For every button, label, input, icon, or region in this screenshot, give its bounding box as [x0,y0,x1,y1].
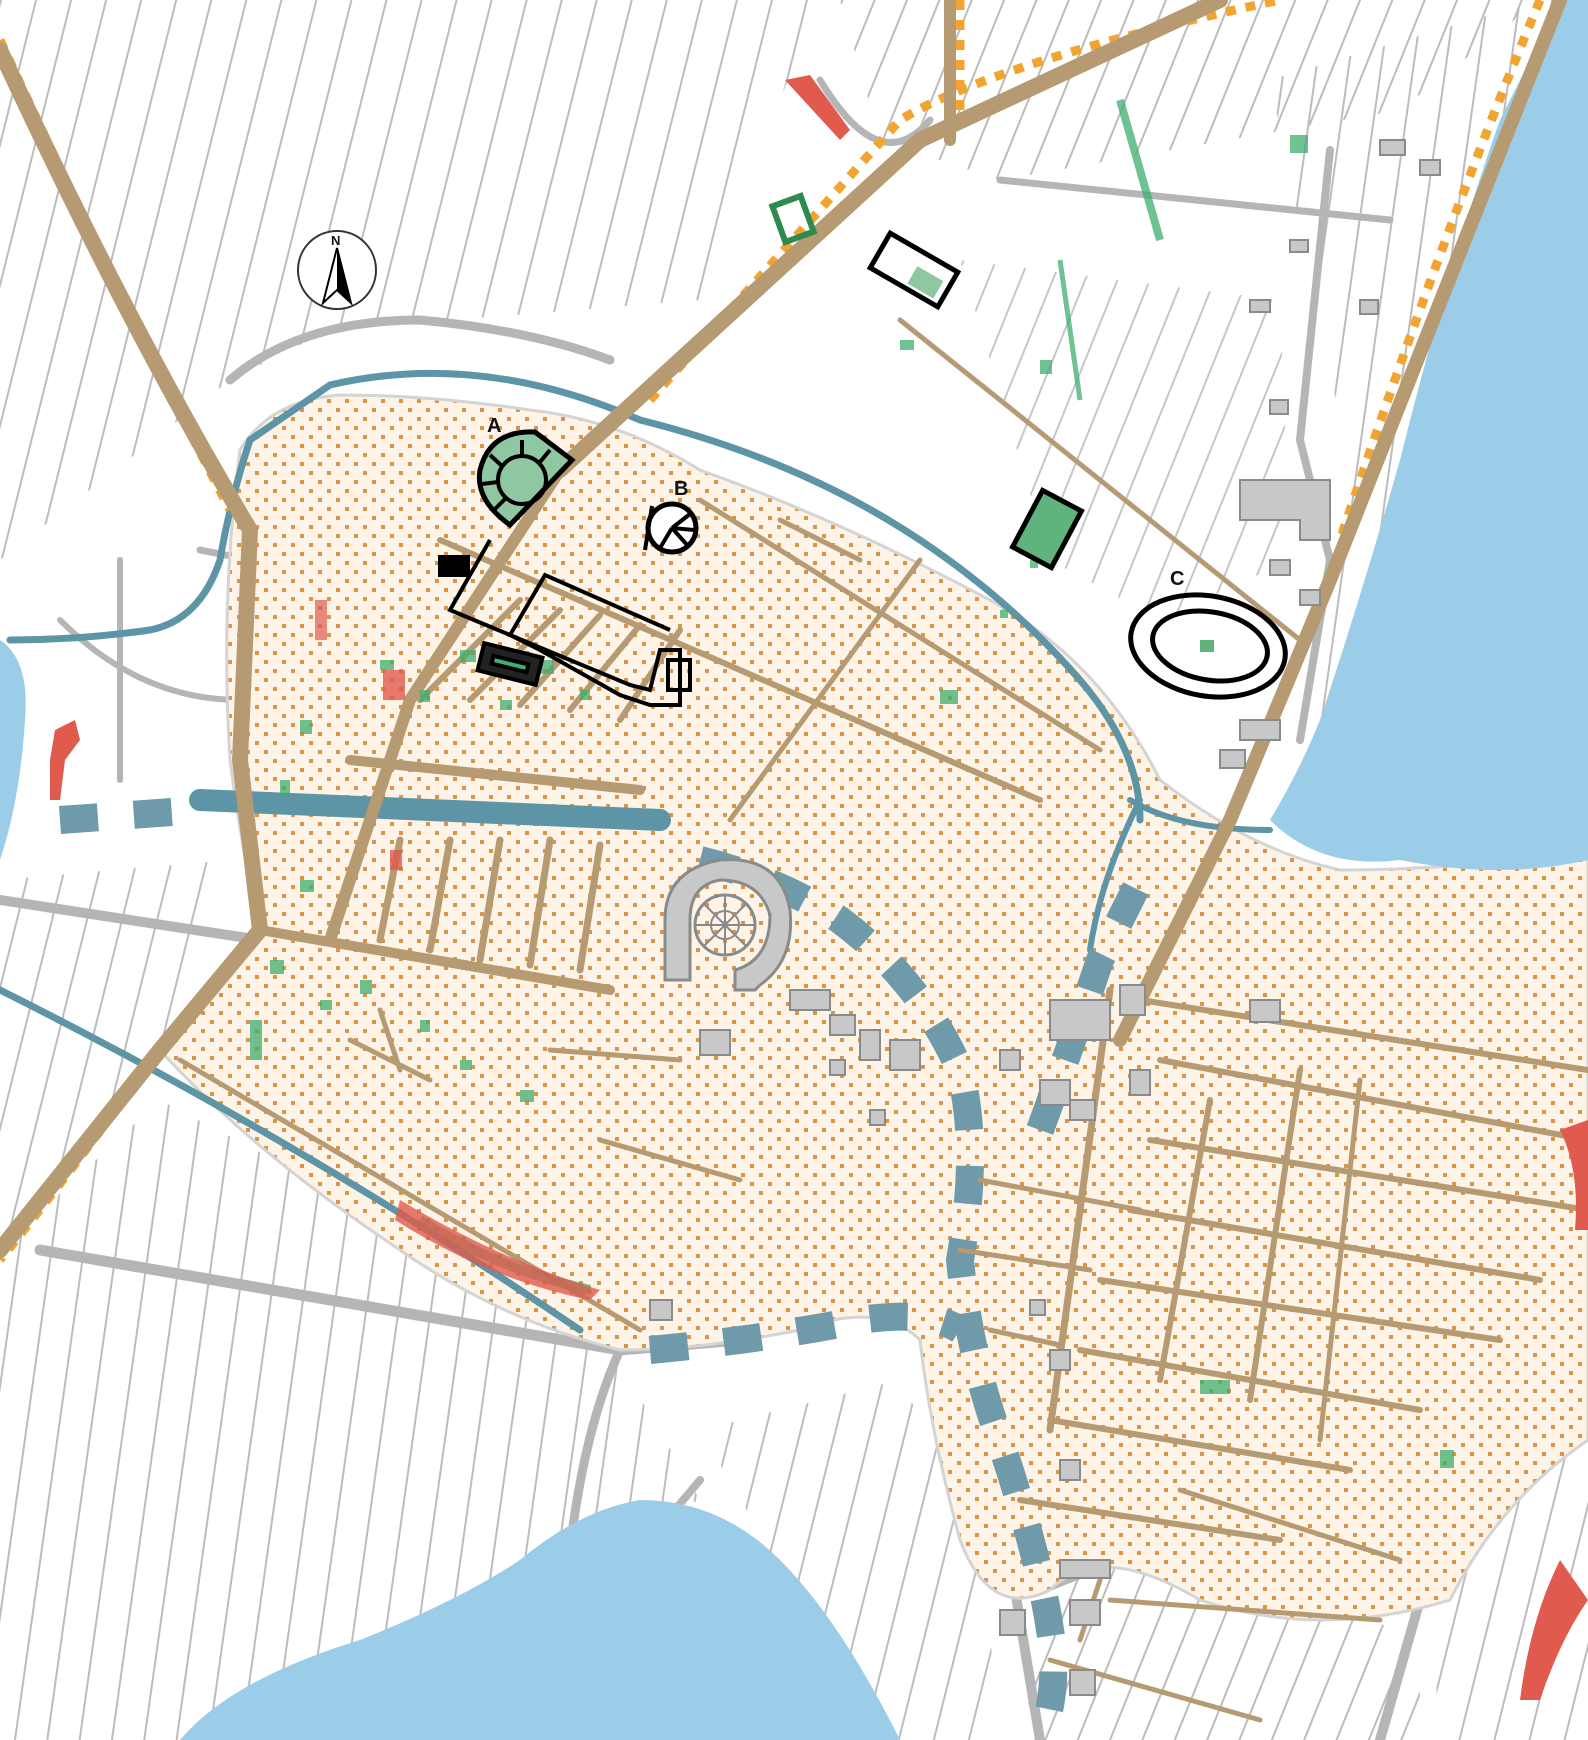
monument-a-theatre [476,429,576,529]
north-label: N [331,233,340,248]
northern-temple-rect [866,229,962,311]
ancient-city-area [158,393,1588,1622]
central-odeon [663,858,793,992]
site-labels: A B C [487,415,1184,590]
north-arrow: N [297,230,377,310]
eastern-temple-rect [1009,487,1085,571]
monument-c-amphitheatre [1128,592,1288,700]
site-label-c: C [1170,568,1184,590]
canal-dashed-line [59,796,1153,1740]
roman-roads [0,0,1545,1263]
forum-complex [438,539,692,707]
northern-green-structure [768,192,818,246]
modern-buildings [649,139,1441,1696]
site-label-a: A [487,415,501,437]
red-remains [50,75,1588,1700]
monuments [438,192,1288,707]
site-label-b: B [674,478,688,500]
monument-b-odeon [643,501,699,555]
